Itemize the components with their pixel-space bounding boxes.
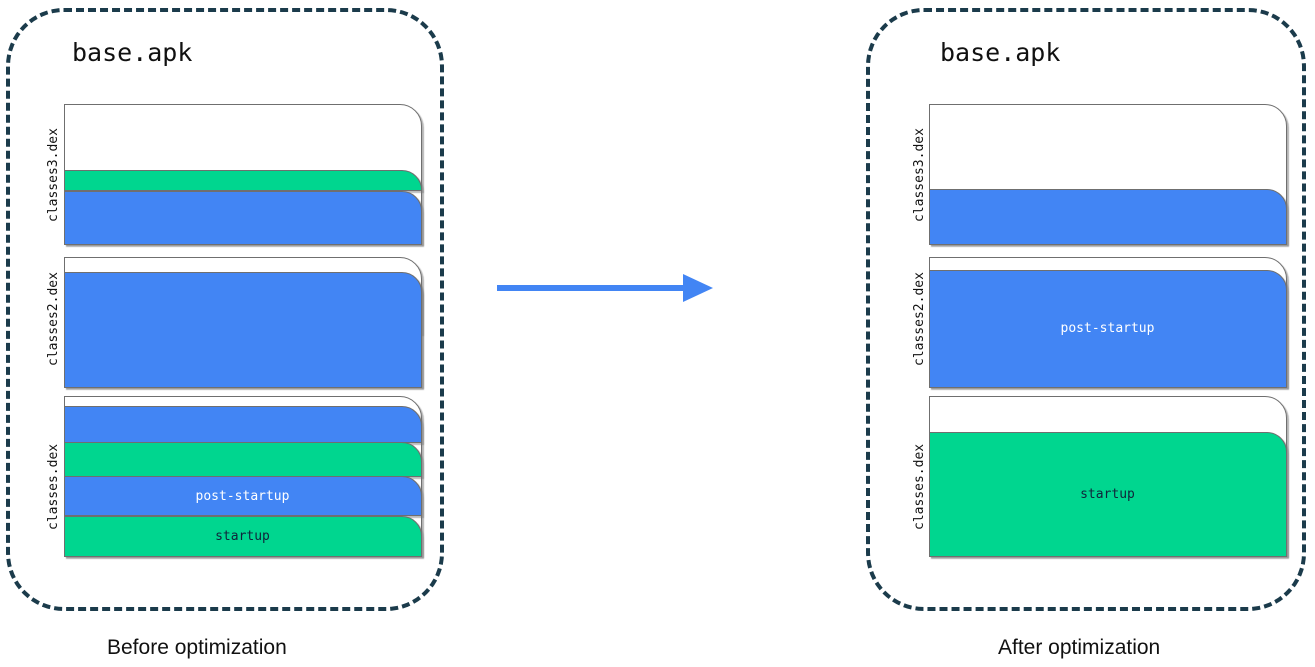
dex-label-classes-before: classes.dex	[46, 443, 61, 530]
band-label: post-startup	[1060, 321, 1155, 336]
band-label: startup	[215, 528, 270, 544]
band-post-startup-labeled: post-startup	[63, 476, 422, 516]
dex-label-classes3-before: classes3.dex	[46, 128, 61, 222]
transformation-arrow	[497, 268, 717, 308]
dex-card-classes3-before	[63, 104, 422, 245]
dex-card-classes2-after: post-startup	[928, 257, 1287, 388]
dex-label-classes-after: classes.dex	[912, 443, 927, 530]
dex-label-classes2-before: classes2.dex	[46, 272, 61, 366]
arrow-right-icon	[497, 274, 713, 302]
caption-before: Before optimization	[107, 636, 287, 659]
dex-label-classes3-after: classes3.dex	[912, 128, 927, 222]
band-startup-labeled: startup	[928, 431, 1287, 557]
band-startup-labeled: startup	[63, 515, 422, 557]
dex-card-classes2-before	[63, 257, 422, 388]
band-post-startup	[63, 190, 422, 245]
dex-card-classes3-after	[928, 104, 1287, 245]
band-startup	[63, 442, 422, 477]
band-post-startup	[928, 188, 1287, 245]
dex-label-classes2-after: classes2.dex	[912, 272, 927, 366]
band-post-startup-labeled: post-startup	[928, 269, 1287, 388]
apk-title-before: base.apk	[72, 38, 193, 67]
band-label: startup	[1080, 486, 1135, 502]
dex-card-classes-before: post-startup startup	[63, 396, 422, 557]
band-label: post-startup	[195, 488, 290, 504]
band-post-startup	[63, 406, 422, 443]
band-post-startup	[63, 271, 422, 388]
band-startup	[63, 170, 422, 191]
caption-after: After optimization	[998, 636, 1161, 659]
dex-card-classes-after: startup	[928, 396, 1287, 557]
apk-title-after: base.apk	[940, 38, 1061, 67]
